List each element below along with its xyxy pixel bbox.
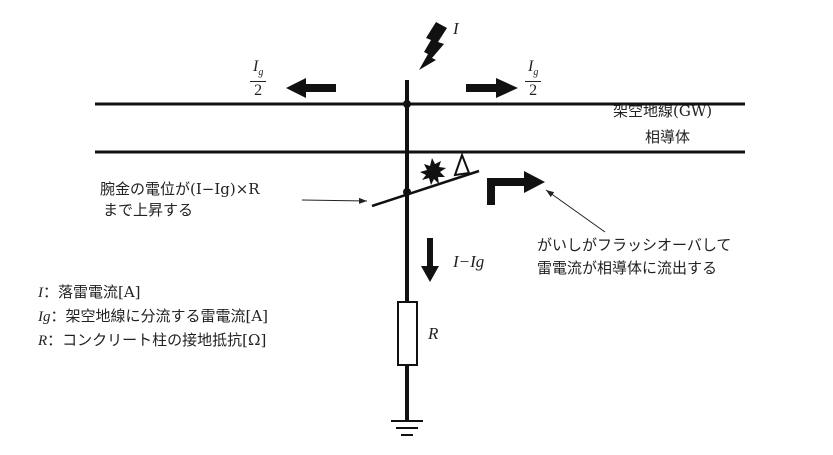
legend-item: Ig：架空地線に分流する雷電流[A] xyxy=(38,307,268,326)
phase-conductor-label: 相導体 xyxy=(645,128,691,146)
legend-item: I：落雷電流[A] xyxy=(38,283,141,302)
fraction-denominator: 2 xyxy=(254,82,263,100)
legend-item: R：コンクリート柱の接地抵抗[Ω] xyxy=(38,331,266,350)
legend-symbol: I xyxy=(38,285,43,301)
right-split-current-fraction: Ig 2 xyxy=(525,58,542,100)
flashover-note-line1: がいしがフラッシオーバして xyxy=(537,236,732,254)
junction-dot-gw xyxy=(403,100,411,108)
lightning-current-label: I xyxy=(453,19,459,38)
fraction-subscript: g xyxy=(258,67,264,79)
arrow-right-icon xyxy=(466,78,518,98)
flashover-note-leader xyxy=(545,189,606,233)
legend-text: ：架空地線に分流する雷電流[A] xyxy=(50,307,269,325)
resistance-label: R xyxy=(428,324,439,343)
fraction-subscript: g xyxy=(533,67,539,79)
lightning-bolt-icon xyxy=(419,22,447,70)
arrow-left-icon xyxy=(286,78,336,98)
crossarm xyxy=(371,169,480,208)
fraction-numerator: I xyxy=(253,58,259,75)
legend-text: ：落雷電流[A] xyxy=(43,283,141,301)
left-split-current-fraction: Ig 2 xyxy=(250,58,267,100)
grounding-resistor xyxy=(397,301,418,366)
arrow-down-icon xyxy=(421,238,439,282)
flashover-arrow-icon xyxy=(487,171,545,205)
flashover-note-line2: 雷電流が相導体に流出する xyxy=(537,259,718,277)
fraction-numerator: I xyxy=(528,58,534,75)
legend-text: ：コンクリート柱の接地抵抗[Ω] xyxy=(47,331,267,349)
spark-icon xyxy=(420,158,446,185)
crossarm-note-leader xyxy=(301,197,368,204)
insulator-icon xyxy=(453,152,471,177)
legend-symbol: R xyxy=(38,333,48,349)
pole-current-label: I−Ig xyxy=(453,252,485,271)
crossarm-note-line1: 腕金の電位が(I−Ig)×R xyxy=(100,180,260,198)
ground-wire-label: 架空地線(GW) xyxy=(613,102,713,120)
ground-symbol-icon xyxy=(391,420,423,436)
fraction-denominator: 2 xyxy=(529,82,538,100)
crossarm-note-line2: まで上昇する xyxy=(103,201,194,219)
legend-symbol: Ig xyxy=(38,309,51,325)
